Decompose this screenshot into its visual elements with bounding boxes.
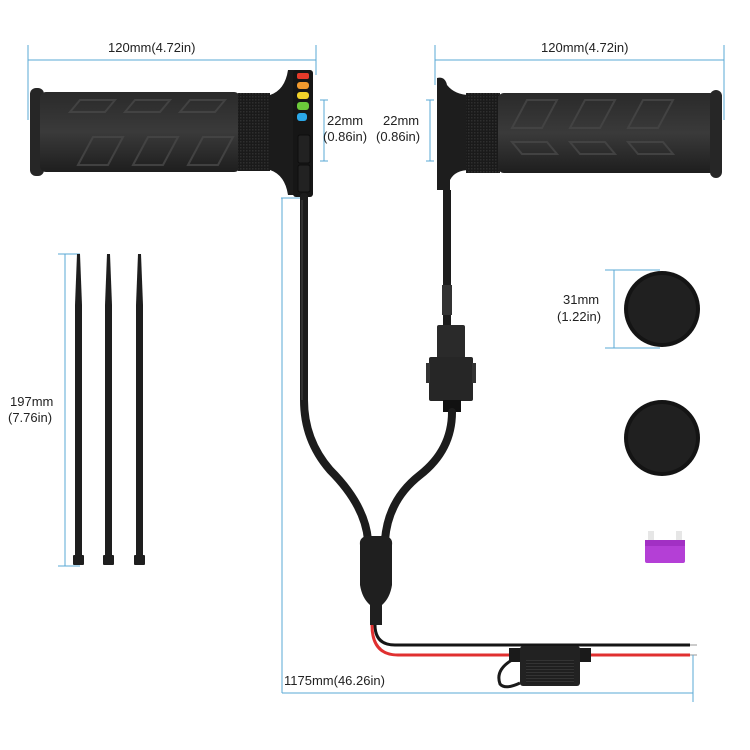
cable-tie-length-mm: 197mm (10, 394, 54, 409)
end-caps (605, 269, 700, 476)
left-grip-length-label: 120mm(4.72in) (108, 40, 196, 55)
led-green (297, 102, 309, 110)
left-grip-diameter-mm: 22mm (327, 113, 364, 128)
cable-ties (58, 253, 145, 567)
inline-fuse-holder (497, 646, 591, 689)
led-red (297, 73, 309, 79)
cable-length-label: 1175mm(46.26in) (284, 673, 385, 688)
led-blue (297, 113, 307, 121)
led-yellow (297, 92, 309, 99)
spare-fuse (645, 531, 685, 563)
end-cap-diameter-mm: 31mm (563, 292, 600, 307)
left-grip (27, 45, 328, 197)
wiring-harness (281, 190, 697, 702)
right-grip-length-label: 120mm(4.72in) (541, 40, 629, 55)
right-grip-diameter-in: (0.86in) (376, 129, 421, 144)
led-orange (297, 82, 309, 89)
right-grip-diameter-mm: 22mm (383, 113, 420, 128)
end-cap-diameter-in: (1.22in) (557, 309, 602, 324)
cable-tie-length-in: (7.76in) (8, 410, 53, 425)
left-grip-diameter-in: (0.86in) (323, 129, 368, 144)
right-grip (426, 45, 725, 190)
inline-connector (426, 325, 476, 412)
